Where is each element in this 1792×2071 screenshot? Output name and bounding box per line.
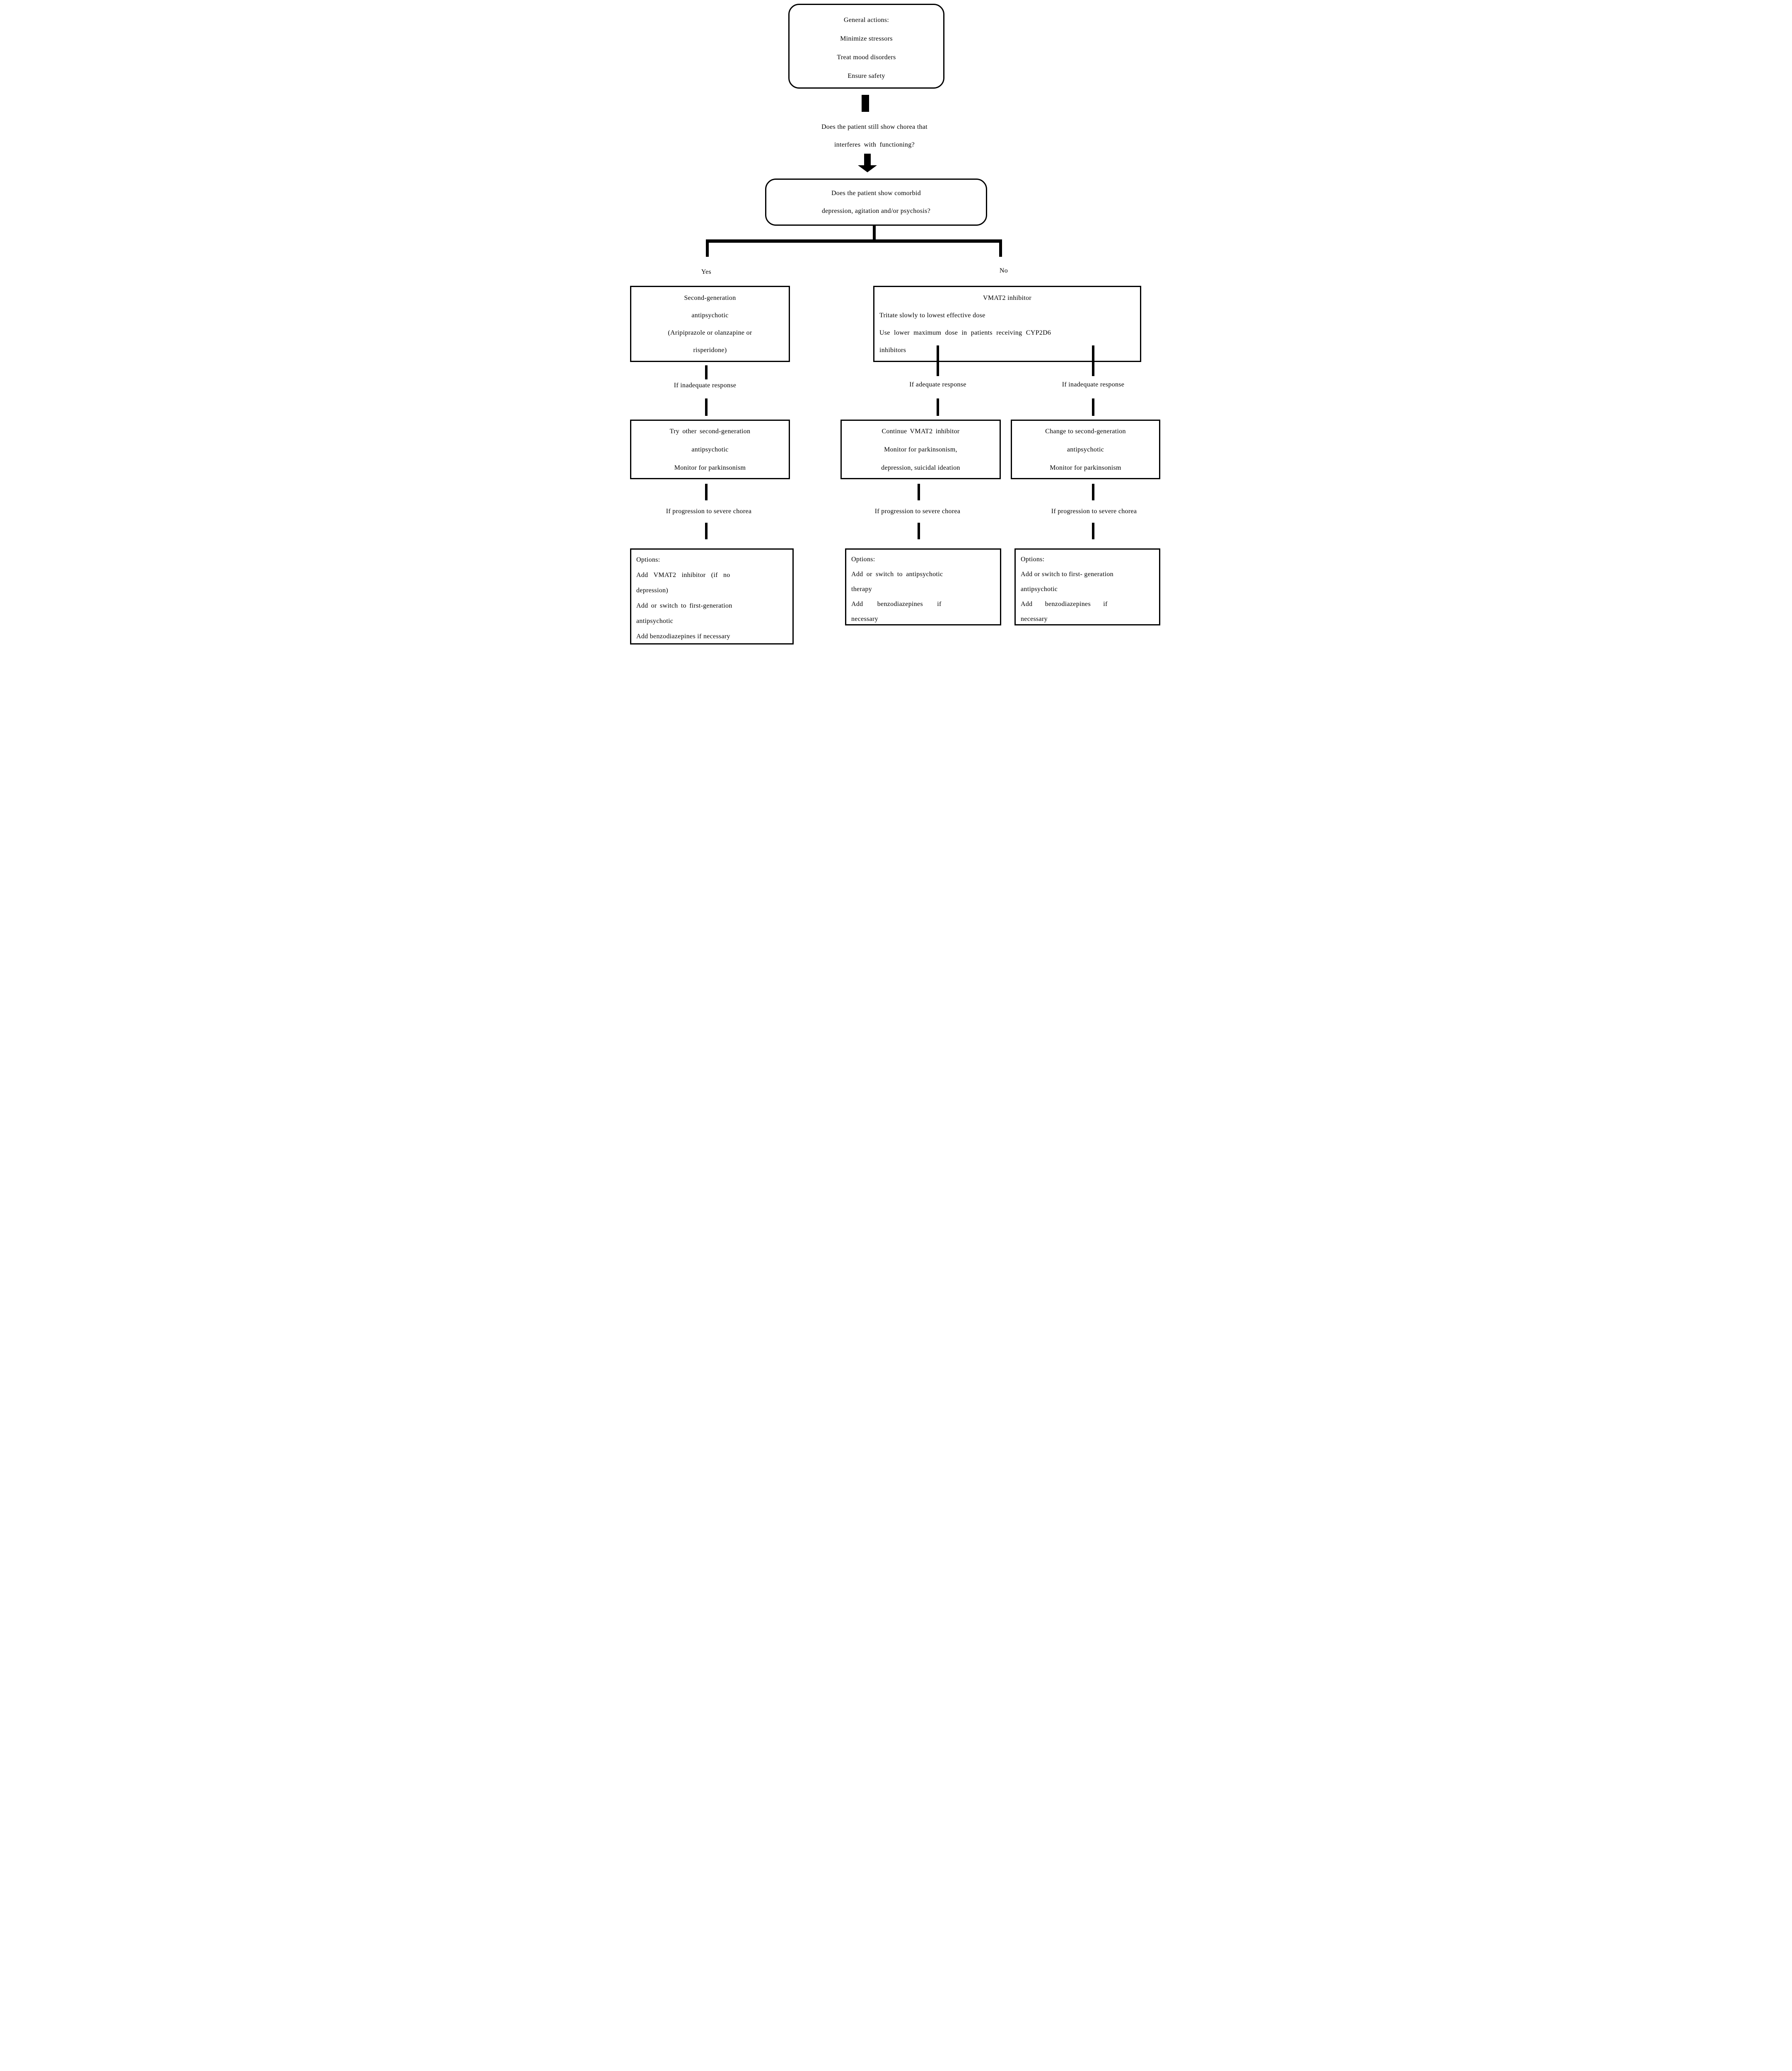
text-line: antipsychotic: [691, 446, 729, 453]
text-line: Does the patient still show chorea that: [821, 123, 928, 130]
branch-stem-line: [873, 226, 876, 242]
text-line: depression, suicidal ideation: [881, 464, 960, 471]
text-line: necessary: [1021, 616, 1048, 623]
text-line: necessary: [851, 616, 878, 623]
label-progression-left: If progression to severe chorea: [666, 508, 752, 515]
text-line: antipsychotic: [691, 312, 729, 319]
text-line: Minimize stressors: [840, 35, 893, 42]
text-line: Monitor for parkinsonism: [1050, 464, 1121, 471]
text-line: Add VMAT2 inhibitor (if no: [636, 572, 730, 579]
dashed-connector: [705, 398, 708, 416]
text-line: VMAT2 inhibitor: [983, 294, 1031, 302]
text-line: Does the patient show comorbid: [831, 190, 921, 197]
label-if-inadequate-response-left: If inadequate response: [674, 382, 737, 389]
text-line: Use lower maximum dose in patients recei…: [879, 329, 1051, 336]
text-line: General actions:: [843, 17, 889, 24]
try-other-antipsychotic-box: Try other second-generation antipsychotic…: [630, 420, 790, 479]
text-line: Add or switch to first-generation: [636, 602, 732, 609]
text-line: Tritate slowly to lowest effective dose: [879, 312, 985, 319]
text-line: Monitor for parkinsonism: [674, 464, 746, 471]
text-line: Add benzodiazepines if necessary: [636, 633, 730, 640]
text-line: Second-generation: [684, 294, 736, 302]
dashed-connector: [1092, 398, 1094, 416]
text-line: Monitor for parkinsonism,: [884, 446, 957, 453]
arrow-down-icon: [864, 154, 871, 166]
text-line: Treat mood disorders: [837, 54, 896, 61]
dashed-connector: [705, 523, 708, 539]
text-line: Try other second-generation: [669, 428, 751, 435]
dashed-connector: [705, 484, 708, 500]
dashed-connector: [918, 484, 920, 500]
text-line: Add or switch to first- generation: [1021, 571, 1113, 578]
question-chorea-text: Does the patient still show chorea that i…: [758, 118, 990, 154]
text-line: Add or switch to antipsychotic: [851, 571, 943, 578]
text-line: risperidone): [693, 347, 727, 354]
dashed-connector: [1092, 484, 1094, 500]
change-to-second-generation-box: Change to second-generation antipsychotic…: [1011, 420, 1160, 479]
label-if-adequate-response: If adequate response: [909, 381, 966, 388]
text-line: antipsychotic: [636, 618, 674, 625]
dashed-connector: [705, 365, 708, 379]
text-line: Options:: [1021, 556, 1045, 563]
text-line: antipsychotic: [1021, 586, 1058, 593]
dashed-connector: [937, 345, 939, 376]
text-line: antipsychotic: [1067, 446, 1104, 453]
second-generation-antipsychotic-box: Second-generation antipsychotic (Aripipraz…: [630, 286, 790, 362]
thick-bar-icon: [862, 95, 869, 112]
text-line: depression): [636, 587, 669, 594]
dashed-connector: [918, 523, 920, 539]
label-if-inadequate-response-right: If inadequate response: [1062, 381, 1125, 388]
question-comorbid-box: Does the patient show comorbid depression…: [765, 179, 987, 226]
text-line: Add benzodiazepines if: [851, 601, 942, 608]
dashed-connector: [1092, 345, 1094, 376]
label-progression-middle: If progression to severe chorea: [874, 508, 961, 515]
text-line: Change to second-generation: [1045, 428, 1126, 435]
text-line: interferes with functioning?: [834, 141, 915, 148]
options-box-middle: Options: Add or switch to antipsychotic th…: [845, 548, 1001, 625]
dashed-connector: [1092, 523, 1094, 539]
branch-horizontal-line: [706, 239, 1002, 243]
text-line: depression, agitation and/or psychosis?: [821, 208, 931, 215]
text-line: Ensure safety: [848, 72, 885, 80]
branch-left-drop-line: [706, 243, 709, 257]
branch-right-drop-line: [999, 243, 1002, 257]
dashed-connector: [937, 398, 939, 416]
text-line: Options:: [636, 556, 660, 563]
options-box-left: Options: Add VMAT2 inhibitor (if no depres…: [630, 548, 794, 644]
text-line: Add benzodiazepines if: [1021, 601, 1108, 608]
branch-label-no: No: [999, 267, 1008, 274]
branch-label-yes: Yes: [701, 268, 712, 275]
label-progression-right: If progression to severe chorea: [1051, 508, 1137, 515]
text-line: therapy: [851, 586, 872, 593]
text-line: (Aripiprazole or olanzapine or: [668, 329, 752, 336]
text-line: inhibitors: [879, 347, 906, 354]
options-box-right: Options: Add or switch to first- generati…: [1014, 548, 1160, 625]
text-line: Options:: [851, 556, 875, 563]
arrow-down-head-icon: [858, 165, 877, 172]
text-line: Continue VMAT2 inhibitor: [882, 428, 960, 435]
